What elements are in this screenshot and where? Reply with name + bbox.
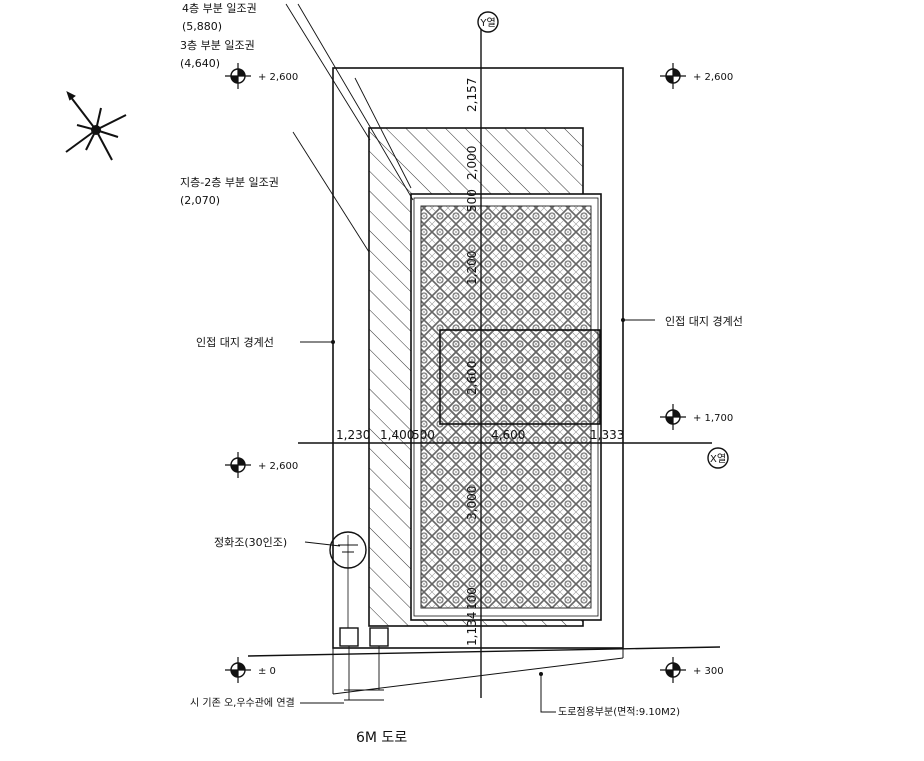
svg-text:X열: X열: [710, 453, 726, 465]
svg-text:+ 2,600: + 2,600: [258, 72, 298, 83]
manhole-1: [339, 627, 359, 647]
svg-text:+ 1,700: + 1,700: [693, 413, 733, 424]
sunlight-setback-lines: [285, 3, 414, 253]
floor3-title: 3층 부분 일조권: [180, 38, 255, 52]
svg-text:+ 300: + 300: [693, 666, 724, 677]
road-occupancy-line: [332, 657, 624, 695]
road-edge-line: [247, 646, 721, 657]
septic-label: 정화조(30인조): [214, 536, 287, 549]
dim-1230: 1,230: [336, 428, 370, 442]
level-mark-top-left: + 2,600: [224, 62, 298, 90]
dim-2000: 2,000: [465, 146, 479, 180]
floor4-title: 4층 부분 일조권: [182, 1, 257, 15]
svg-text:Y열: Y열: [479, 17, 495, 29]
svg-text:+ 2,600: + 2,600: [693, 72, 733, 83]
dim-1400: 1,400: [380, 428, 414, 442]
dim-1134: 1,134: [465, 612, 479, 646]
floor12-title: 지층-2층 부분 일조권: [180, 175, 279, 189]
floor4-value: (5,880): [182, 20, 222, 33]
level-mark-top-right: + 2,600: [659, 62, 733, 90]
dim-1333: 1,333: [590, 428, 624, 442]
level-mark-mid-right: + 1,700: [659, 403, 733, 431]
building-inner-line: [413, 197, 599, 617]
dim-1200: 1,200: [465, 251, 479, 285]
dim-500-v: 500: [465, 189, 479, 212]
level-mark-bottom-left: ± 0: [224, 656, 276, 684]
level-mark-mid-left: + 2,600: [224, 451, 298, 479]
mid-room: [439, 329, 601, 425]
dim-100: 100: [465, 587, 479, 610]
dim-500-h: 500: [412, 428, 435, 442]
right-boundary-label: 인접 대지 경계선: [665, 315, 743, 328]
x-axis-marker: X열: [707, 447, 729, 469]
left-boundary-label: 인접 대지 경계선: [196, 336, 274, 349]
road-usage-label: 도로점용부분(면적:9.10M2): [558, 706, 680, 718]
svg-text:+ 2,600: + 2,600: [258, 461, 298, 472]
level-mark-bottom-right: + 300: [659, 656, 724, 684]
floor12-value: (2,070): [180, 194, 220, 207]
dim-4600: 4,600: [491, 428, 525, 442]
dim-3000: 3,000: [465, 486, 479, 520]
dim-2157: 2,157: [465, 78, 479, 112]
y-axis-marker: Y열: [477, 11, 499, 33]
manhole-2: [369, 627, 389, 647]
road-label: 6M 도로: [356, 730, 407, 746]
dim-2600: 2,600: [465, 361, 479, 395]
floor3-value: (4,640): [180, 57, 220, 70]
svg-text:± 0: ± 0: [258, 666, 276, 677]
north-arrow-icon: [65, 91, 127, 161]
sewer-label: 시 기존 오,우수관에 연결: [190, 697, 295, 709]
septic-tank: [329, 531, 367, 628]
